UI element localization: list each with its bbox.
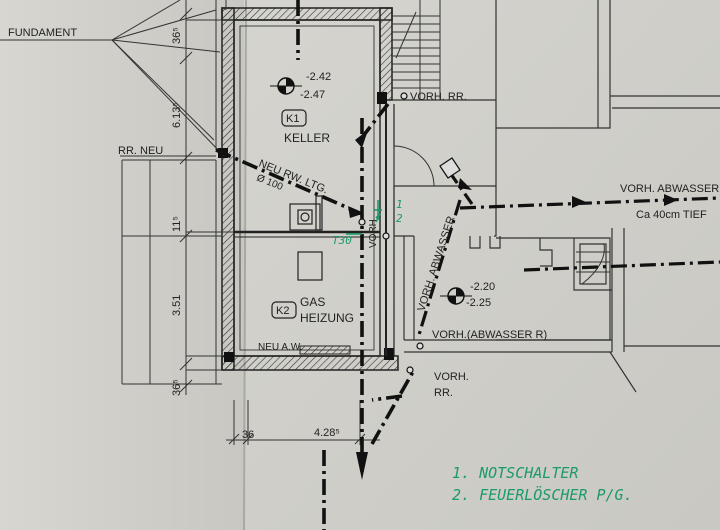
room-name-keller: KELLER (284, 131, 330, 145)
fundament-leaders (0, 0, 225, 157)
paper-left-page (0, 0, 248, 530)
pipe-fittings (358, 92, 461, 374)
level-right-top: -2.20 (470, 281, 495, 293)
level-marker-right (440, 287, 472, 305)
dimension-lines (121, 0, 380, 445)
green-1: 1 (396, 198, 403, 211)
flow-arrows (348, 130, 678, 480)
dim-365-top: 36⁵ (171, 27, 183, 44)
label-vorh-vertical: VORH (368, 219, 379, 248)
note-notschalter: 1. NOTSCHALTER (452, 464, 578, 482)
room-tag-box-k1 (281, 109, 307, 127)
label-neu-aw: NEU A.W. (258, 342, 302, 353)
dim-115: 11⁵ (171, 216, 183, 232)
page-fold (243, 0, 247, 530)
label-vorh-rr-bottom-1: VORH. (434, 371, 469, 383)
green-2: 2 (396, 212, 403, 225)
gas-heating-unit (289, 195, 323, 281)
existing-building-lines (392, 0, 720, 393)
level-keller-bottom: -2.47 (300, 89, 325, 101)
room-tag-k2: K2 (276, 305, 289, 317)
room-name-heizung: HEIZUNG (300, 311, 354, 325)
dim-36: 36 (242, 429, 254, 441)
room-name-gas: GAS (300, 295, 325, 309)
door-swing (393, 145, 435, 187)
level-keller-top: -2.42 (306, 71, 331, 83)
top-stair (392, 0, 441, 100)
green-markings (346, 200, 382, 235)
basement-walls (215, 0, 399, 371)
level-right-bottom: -2.25 (466, 297, 491, 309)
dim-6135: 6.13⁵ (171, 102, 183, 128)
label-vorh-abwasser-r: VORH.(ABWASSER R) (432, 329, 547, 341)
label-ca-tief: Ca 40cm TIEF (636, 209, 707, 221)
level-marker-keller (270, 77, 302, 95)
bottom-stair (576, 243, 610, 285)
label-fundament: FUNDAMENT (8, 27, 77, 39)
dim-365-bottom: 36⁵ (171, 379, 183, 396)
label-vorh-abwasser-top: VORH. ABWASSER (620, 183, 719, 195)
neu-aw-strip (299, 345, 351, 355)
label-vorh-rr-bottom-2: RR. (434, 387, 453, 399)
dim-4285: 4.28⁵ (314, 427, 340, 439)
green-t30: T30 (332, 234, 352, 247)
note-feuerloescher: 2. FEUERLÖSCHER P/G. (452, 485, 633, 504)
label-rr-neu: RR. NEU (118, 145, 163, 157)
room-tag-k1: K1 (286, 113, 299, 125)
room-tag-box-k2 (271, 301, 297, 319)
label-vorh-rr-top: VORH. RR. (410, 91, 467, 103)
dim-351: 3.51 (171, 295, 183, 316)
